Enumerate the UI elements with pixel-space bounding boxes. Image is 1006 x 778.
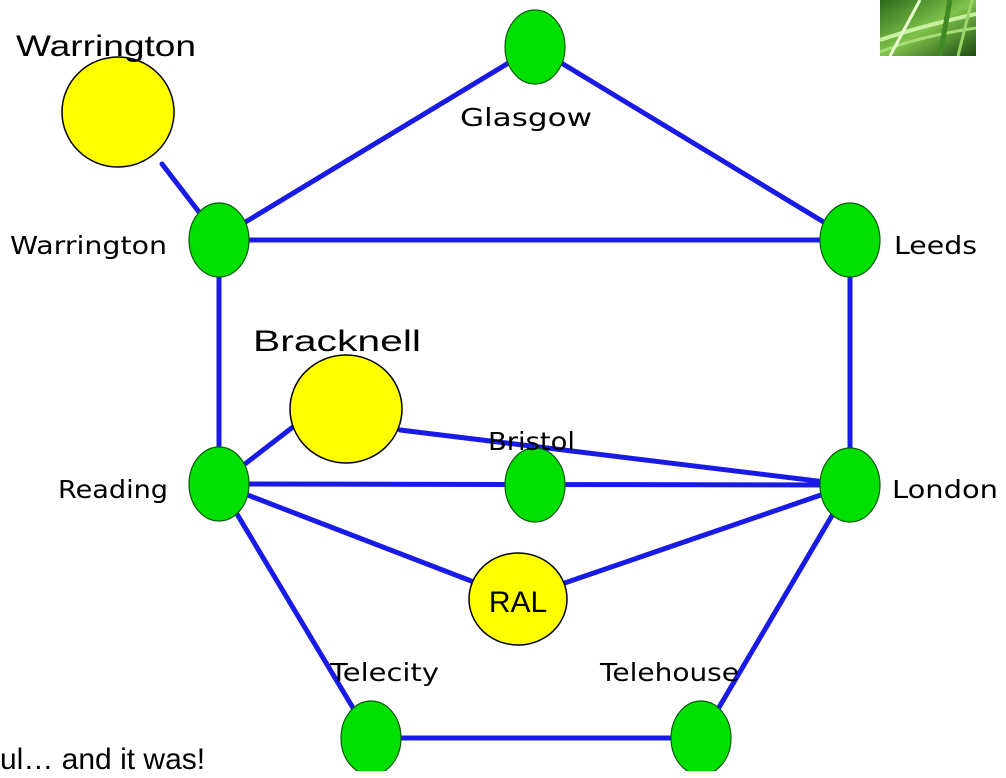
footer-text: ul… and it was! [0, 743, 206, 776]
label-site-ral: RAL [489, 586, 547, 619]
node-bristol [504, 447, 566, 523]
label-reading: Reading [58, 475, 168, 504]
label-site-bracknell: Bracknell [253, 325, 421, 358]
link-ral-london [515, 482, 853, 602]
link-reading-ral [216, 481, 521, 602]
link-glasgow-leeds [532, 44, 853, 241]
site-ral [468, 552, 568, 646]
label-telehouse: Telehouse [599, 658, 739, 687]
node-glasgow [504, 9, 566, 85]
node-london [819, 447, 881, 523]
label-telecity: Telecity [329, 658, 439, 687]
node-warrington [188, 202, 250, 278]
grass-photo-icon [880, 0, 976, 56]
label-site-warrington: Warrington [16, 30, 196, 63]
label-glasgow: Glasgow [460, 103, 592, 132]
label-warrington: Warrington [10, 231, 167, 260]
site-nodes [61, 56, 568, 646]
link-bracknell-london [397, 427, 853, 488]
node-telehouse [670, 700, 732, 771]
site-bracknell [289, 354, 403, 464]
site-warrington [61, 56, 175, 168]
node-telecity [340, 700, 402, 771]
label-leeds: Leeds [894, 231, 977, 260]
link-reading-telecity [216, 481, 374, 741]
node-leeds [819, 202, 881, 278]
label-london: London [892, 475, 998, 504]
core-nodes [188, 9, 881, 771]
label-bristol: Bristol [488, 427, 575, 456]
site-labels: Warrington Bracknell RAL [16, 30, 547, 619]
core-node-labels: Glasgow Warrington Leeds Reading Bristol… [10, 103, 998, 687]
link-telehouse-london [698, 482, 853, 741]
node-reading [188, 446, 250, 522]
link-glasgow-warrington [216, 44, 538, 241]
